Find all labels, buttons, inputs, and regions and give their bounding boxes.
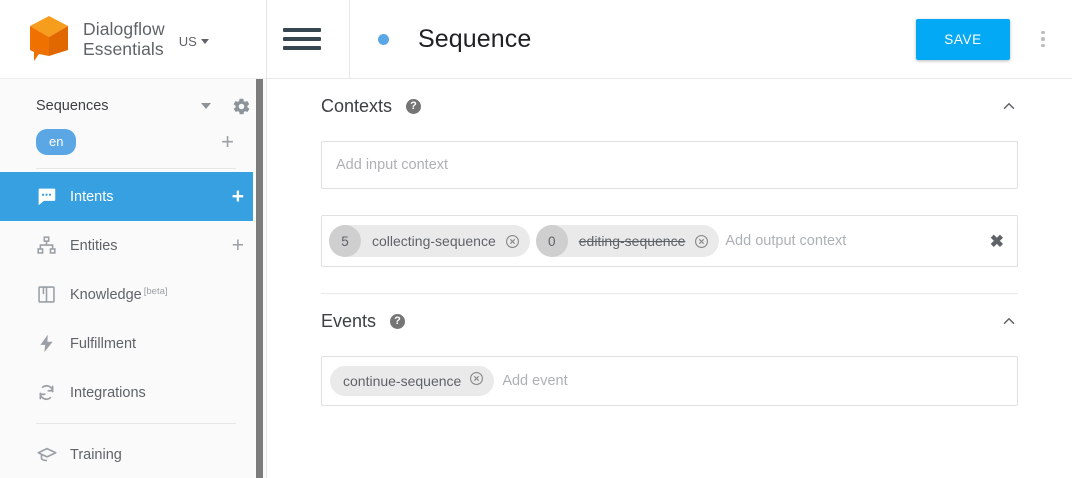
sidebar-item-intents[interactable]: Intents +: [0, 172, 266, 221]
speech-bubble-icon: [36, 186, 60, 207]
input-context-field[interactable]: Add input context: [321, 141, 1018, 189]
context-chip-label: collecting-sequence: [372, 233, 496, 249]
caret-down-icon[interactable]: [201, 103, 211, 109]
sidebar-scrollbar-thumb[interactable]: [256, 79, 263, 478]
contexts-title: Contexts: [321, 95, 393, 116]
title-area: Sequence: [350, 25, 916, 54]
events-section: Events ? continue-sequence: [267, 294, 1072, 406]
org-chart-icon: [36, 235, 60, 256]
remove-circle-icon[interactable]: [469, 371, 484, 391]
graduation-cap-icon: [36, 444, 60, 466]
sidebar: Dialogflow Essentials US Sequences en +: [0, 0, 267, 478]
top-bar: Sequence SAVE: [267, 0, 1072, 79]
contexts-section: Contexts ? Add input context 5 collectin…: [267, 79, 1072, 267]
sidebar-item-integrations[interactable]: Integrations: [0, 368, 266, 417]
intent-editor-content: Contexts ? Add input context 5 collectin…: [267, 79, 1072, 406]
context-chip[interactable]: 0 editing-sequence: [535, 225, 720, 257]
sidebar-divider-2: [36, 423, 236, 424]
brand-line-1: Dialogflow: [83, 19, 165, 39]
brand-line-2: Essentials: [83, 39, 164, 59]
contexts-header: Contexts ?: [321, 79, 1018, 133]
add-language-button[interactable]: +: [221, 129, 234, 154]
language-chip-en[interactable]: en: [36, 129, 77, 155]
main-panel: Sequence SAVE Contexts ?: [267, 0, 1072, 478]
sidebar-item-entities[interactable]: Entities +: [0, 221, 266, 270]
lightning-bolt-icon: [36, 333, 60, 354]
knowledge-label: Knowledge: [70, 286, 142, 303]
context-chip[interactable]: 5 collecting-sequence: [329, 225, 530, 257]
dialogflow-logo-icon: [30, 16, 68, 61]
kebab-dot: [1041, 30, 1045, 35]
refresh-cycle-icon: [36, 382, 60, 403]
hamburger-bar: [283, 46, 321, 50]
beta-badge: [beta]: [143, 285, 168, 297]
topbar-separator: [349, 0, 350, 79]
hamburger-bar: [283, 37, 321, 41]
sidebar-item-label: Knowledge [beta]: [70, 285, 168, 303]
context-lifespan-badge[interactable]: 0: [535, 225, 568, 257]
sidebar-item-label: Training: [70, 446, 122, 463]
input-context-placeholder: Add input context: [336, 157, 449, 173]
hamburger-icon[interactable]: [283, 28, 321, 50]
events-title: Events: [321, 310, 377, 331]
event-chip-label: continue-sequence: [343, 373, 462, 389]
kebab-dot: [1041, 43, 1045, 48]
output-context-field[interactable]: 5 collecting-sequence 0 editing-sequence: [321, 215, 1018, 267]
sidebar-scrollbar[interactable]: [253, 79, 266, 478]
add-entity-button[interactable]: +: [231, 234, 244, 257]
event-placeholder: Add event: [502, 373, 568, 389]
sidebar-nav: Intents + Entities +: [0, 172, 266, 478]
section-divider: [321, 293, 1018, 294]
sidebar-item-fulfillment[interactable]: Fulfillment: [0, 319, 266, 368]
event-chip[interactable]: continue-sequence: [330, 366, 495, 396]
sidebar-divider: [36, 168, 236, 169]
output-context-placeholder: Add output context: [725, 233, 847, 249]
remove-circle-icon[interactable]: [505, 234, 520, 249]
intent-status-dot-icon: [378, 33, 389, 45]
context-chip-label: editing-sequence: [578, 233, 686, 249]
sidebar-item-knowledge[interactable]: Knowledge [beta]: [0, 270, 266, 319]
save-button[interactable]: SAVE: [916, 18, 1010, 60]
gear-icon[interactable]: [230, 95, 252, 117]
region-selector[interactable]: US: [179, 30, 209, 49]
remove-circle-icon[interactable]: [694, 234, 709, 249]
help-circle-icon[interactable]: ?: [390, 313, 406, 329]
hamburger-bar: [283, 28, 321, 32]
agent-name: Sequences: [36, 98, 109, 114]
context-lifespan-badge[interactable]: 5: [329, 225, 361, 257]
sidebar-item-label: Entities: [70, 237, 118, 254]
chevron-up-icon[interactable]: [1000, 97, 1018, 115]
language-row: en +: [0, 124, 266, 160]
caret-down-icon: [200, 38, 209, 44]
add-intent-button[interactable]: +: [231, 185, 244, 208]
region-label: US: [178, 33, 197, 49]
kebab-dot: [1041, 37, 1045, 41]
page-title: Sequence: [418, 24, 532, 53]
close-x-icon[interactable]: ✖: [989, 231, 1004, 251]
events-field[interactable]: continue-sequence Add event: [321, 356, 1018, 406]
chevron-up-icon[interactable]: [1000, 312, 1018, 330]
kebab-menu-icon[interactable]: [1024, 30, 1062, 48]
sidebar-item-label: Intents: [70, 188, 114, 205]
events-header: Events ?: [321, 294, 1018, 348]
book-icon: [36, 284, 60, 305]
brand-header[interactable]: Dialogflow Essentials US: [0, 0, 266, 79]
sidebar-item-label: Fulfillment: [70, 335, 137, 352]
sidebar-item-label: Integrations: [70, 384, 146, 401]
help-circle-icon[interactable]: ?: [406, 98, 422, 114]
agent-selector[interactable]: Sequences: [0, 88, 266, 124]
sidebar-item-training[interactable]: Training: [0, 430, 266, 478]
